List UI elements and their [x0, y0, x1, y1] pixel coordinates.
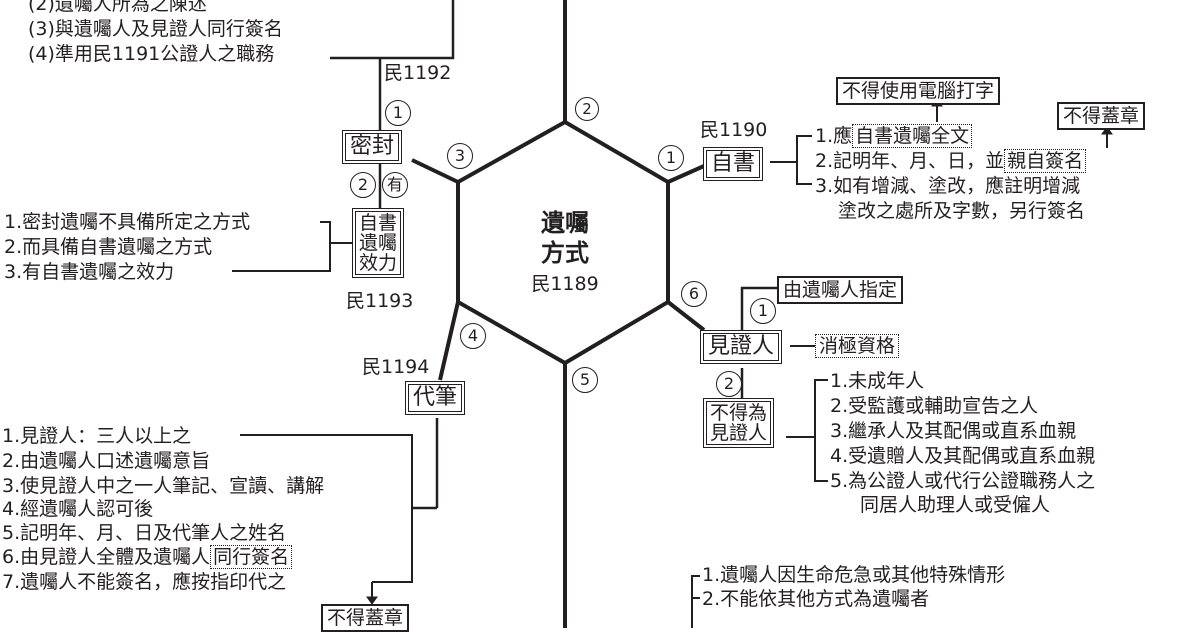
- method-number-2: 2: [575, 96, 599, 121]
- method-number-2-label: 2: [575, 97, 599, 121]
- spoke-dictated: [438, 301, 460, 381]
- oral-bracket: [691, 575, 700, 599]
- witness-item-4: 4.受遺贈人及其配偶或直系血親: [830, 445, 1096, 467]
- holographic-item-1-dotted: 自書遺囑全文: [852, 124, 973, 148]
- sealed-marker-2: 2: [350, 172, 376, 198]
- conversion-box: 自書 遺囑 效力: [352, 208, 405, 278]
- conversion-bracket: [232, 221, 331, 272]
- sealed-box: 密封: [342, 130, 403, 164]
- holographic-item-2-prefix: 2.記明年、月、日，並: [815, 150, 1005, 172]
- note-no-seal-dictated: 不得蓋章: [321, 604, 410, 632]
- spoke-witness: [666, 300, 706, 332]
- center-title-line2: 方式: [541, 239, 589, 267]
- dictated-item-4: 4.經遺囑人認可後: [2, 498, 154, 520]
- not-allowed-line1: 不得為: [710, 402, 768, 424]
- not-allowed-witness-box: 不得為 見證人: [703, 398, 775, 448]
- dictated-item-7: 7.遺囑人不能簽名，應按指印代之: [2, 571, 287, 593]
- dictated-law-ref: 民1194: [362, 356, 430, 378]
- conversion-item-1: 1.密封遺囑不具備所定之方式: [4, 211, 251, 233]
- dictated-box: 代筆: [405, 381, 466, 415]
- arrow-seal-head: [1101, 126, 1113, 135]
- witness-box: 見證人: [700, 330, 783, 364]
- method-number-6: 6: [681, 281, 707, 307]
- holographic-item-1-prefix: 1.應: [815, 125, 853, 147]
- sealed-item-4: (4)準用民1191公證人之職務: [28, 43, 275, 65]
- spoke-holographic: [667, 164, 705, 184]
- method-number-3: 3: [447, 143, 473, 169]
- witness-item-1: 1.未成年人: [830, 370, 925, 392]
- not-allowed-line2: 見證人: [710, 422, 768, 444]
- holographic-law-ref: 民1190: [700, 119, 768, 141]
- note-no-typing: 不得使用電腦打字: [836, 77, 1001, 105]
- holographic-item-3-line1: 3.如有增減、塗改，應註明增減: [815, 175, 1081, 197]
- oral-item-1: 1.遺囑人因生命危急或其他特殊情形: [702, 564, 1006, 586]
- dictated-item-1: 1.見證人：三人以上之: [2, 425, 192, 447]
- holographic-item-2: 2.記明年、月、日，並親自簽名: [815, 149, 1087, 173]
- dictated-item-6-text: 6.由見證人全體及遺囑人: [2, 546, 211, 568]
- conversion-box-line2: 遺囑: [359, 232, 398, 254]
- witness-negative: 消極資格: [815, 334, 900, 358]
- dictated-item-6-dotted: 同行簽名: [210, 545, 293, 569]
- witness-item-2: 2.受監護或輔助宣告之人: [830, 395, 1039, 417]
- sealed-law-ref: 民1192: [384, 62, 452, 84]
- conversion-item-2: 2.而具備自書遺囑之方式: [4, 236, 213, 258]
- note-no-seal-holographic: 不得蓋章: [1057, 102, 1146, 130]
- method-number-4: 4: [460, 323, 486, 349]
- holographic-bracket: [796, 135, 812, 185]
- witness-designated-line: [740, 286, 778, 333]
- sealed-items-bracket: [330, 0, 455, 60]
- oral-item-2: 2.不能依其他方式為遺囑者: [702, 588, 930, 610]
- method-number-1: 1: [658, 145, 684, 171]
- dictated-item-3: 3.使見證人中之一人筆記、宣讀、講解: [2, 475, 325, 497]
- witness-designated: 由遺囑人指定: [777, 276, 904, 304]
- holographic-item-1: 1.應自書遺囑全文: [815, 124, 973, 148]
- sealed-item-3: (3)與遺囑人及見證人同行簽名: [28, 18, 283, 40]
- dictated-item-6: 6.由見證人全體及遺囑人同行簽名: [2, 545, 293, 569]
- sealed-marker-1: 1: [385, 100, 411, 126]
- witness-marker-1: 1: [750, 298, 776, 324]
- dictated-item-2: 2.由遺囑人口述遺囑意旨: [2, 450, 211, 472]
- holographic-box: 自書: [703, 147, 764, 181]
- conversion-box-line3: 效力: [359, 252, 398, 274]
- holographic-item-2-dotted: 親自簽名: [1004, 149, 1087, 173]
- witness-item-3: 3.繼承人及其配偶或直系血親: [830, 420, 1077, 442]
- sealed-item-2: (2)遺囑人所為之陳述: [28, 0, 207, 15]
- center-law-ref: 民1189: [531, 273, 599, 295]
- witness-item-5-cont: 同居人助理人或受僱人: [860, 494, 1051, 516]
- conversion-box-line1: 自書: [359, 212, 398, 234]
- witness-marker-2: 2: [716, 371, 742, 397]
- holographic-item-3-line2: 塗改之處所及字數，另行簽名: [838, 200, 1086, 222]
- witness-items-bracket: [814, 379, 828, 482]
- sealed-has-label: 有: [382, 172, 408, 198]
- conversion-law-ref: 民1193: [346, 290, 414, 312]
- witness-item-5: 5.為公證人或代行公證職務人之: [830, 470, 1096, 492]
- center-title-line1: 遺囑: [541, 209, 589, 237]
- arrow-dictated-seal-head: [366, 596, 378, 605]
- dictated-item-5: 5.記明年、月、日及代筆人之姓名: [2, 522, 287, 544]
- conversion-item-3: 3.有自書遺囑之效力: [4, 261, 175, 283]
- method-number-5: 5: [572, 367, 598, 393]
- spoke-sealed: [411, 158, 459, 184]
